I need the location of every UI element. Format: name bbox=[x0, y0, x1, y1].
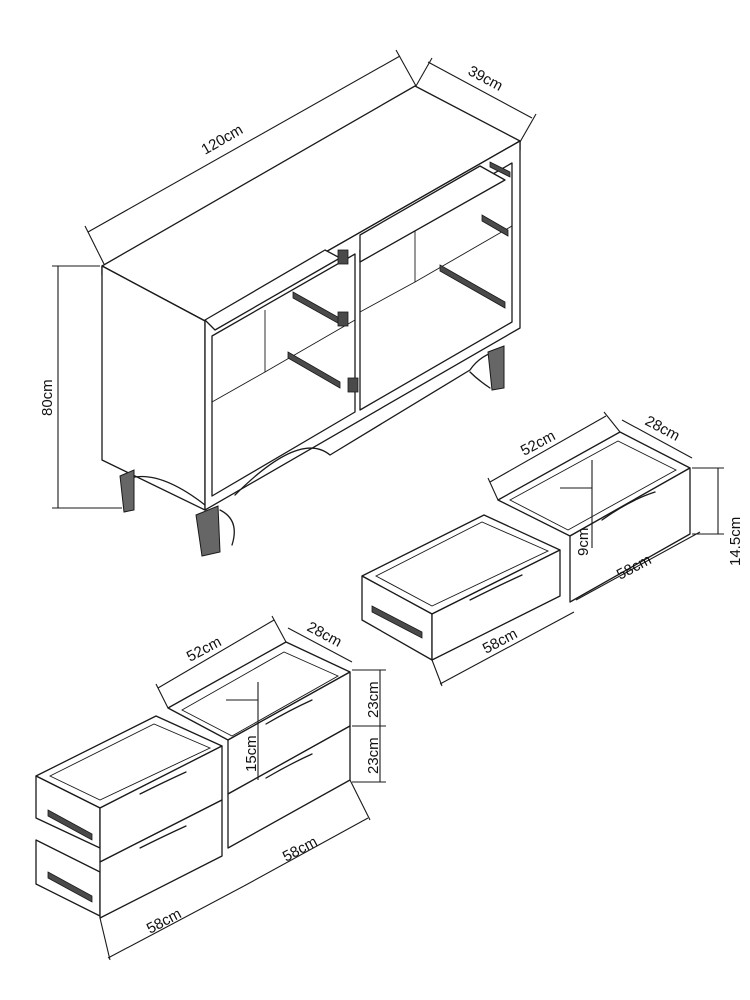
dim-tick-small-52a bbox=[487, 477, 499, 501]
leg-brace-right bbox=[469, 371, 491, 389]
dim-line-large-58b bbox=[243, 817, 369, 887]
left-compartment-floor bbox=[264, 319, 356, 373]
dim-line-large-28 bbox=[287, 627, 353, 663]
large-drawer-runner-top bbox=[47, 809, 93, 841]
base-arch-left bbox=[129, 475, 206, 506]
small-drawer-back-inner bbox=[509, 440, 677, 531]
large-drawer-front-bottom-face bbox=[99, 799, 223, 919]
small-drawer-front-face bbox=[431, 549, 561, 661]
dim-tick-large-58b bbox=[349, 779, 371, 821]
label-large-drawer-length-a: 58cm bbox=[144, 905, 184, 937]
base-arch-front bbox=[234, 349, 501, 496]
large-drawer-front-top-inner bbox=[48, 723, 212, 801]
large-drawer-front-bottom-handle bbox=[139, 825, 187, 849]
cabinet-shelf bbox=[359, 165, 506, 263]
dim-tick-39-left bbox=[415, 57, 433, 87]
small-drawer-front-inner bbox=[375, 521, 550, 607]
large-drawer-back-bottom-handle bbox=[265, 753, 313, 779]
large-drawer-back-top-inner bbox=[181, 651, 339, 737]
label-large-drawer-front-height-2: 23cm bbox=[365, 737, 382, 774]
runner-right-middle bbox=[439, 264, 506, 309]
dim-line-small-58b bbox=[575, 531, 701, 601]
runner-right-top bbox=[489, 161, 511, 178]
leg-front-right bbox=[487, 345, 505, 391]
cabinet bbox=[101, 85, 521, 557]
large-drawer-front-bottom-side bbox=[35, 839, 101, 917]
dim-line-large-58a bbox=[107, 885, 245, 959]
label-large-drawer-inner-height: 15cm bbox=[243, 735, 260, 772]
dim-tick-120-left bbox=[84, 225, 105, 265]
large-drawers: 52cm 28cm 15cm 23cm 23cm 58cm 58cm bbox=[35, 615, 386, 961]
dim-line-small-28 bbox=[621, 419, 693, 459]
runner-left-lower bbox=[287, 351, 341, 389]
hinge-2 bbox=[337, 311, 349, 327]
label-small-drawer-front-height: 14.5cm bbox=[727, 517, 744, 566]
small-drawer-runner bbox=[371, 605, 423, 639]
label-small-drawer-depth: 28cm bbox=[642, 413, 682, 445]
leg-front-left bbox=[195, 505, 221, 557]
label-large-drawer-front-height-1: 23cm bbox=[365, 681, 382, 718]
runner-right-upper bbox=[481, 214, 509, 237]
large-drawer-front-top-handle bbox=[139, 771, 187, 795]
dim-line-120 bbox=[87, 55, 401, 233]
right-compartment-floor bbox=[414, 225, 513, 283]
small-drawer-back-front bbox=[569, 467, 691, 603]
hinge-1 bbox=[337, 249, 349, 265]
label-height-80: 80cm bbox=[39, 379, 56, 416]
dim-tick-small-52b bbox=[603, 411, 621, 433]
dim-tick-large-52a bbox=[155, 683, 169, 709]
dim-tick-small-58a bbox=[431, 659, 443, 687]
large-drawer-back-top-handle bbox=[265, 699, 313, 725]
dim-line-large-52 bbox=[157, 619, 275, 689]
dim-tick-large-52b bbox=[271, 615, 287, 643]
dim-tick-large-58a bbox=[99, 917, 111, 961]
label-depth-39: 39cm bbox=[465, 63, 505, 95]
dim-line-39 bbox=[427, 61, 533, 119]
label-width-120: 120cm bbox=[199, 121, 246, 158]
dim-tick-39-right bbox=[519, 113, 537, 143]
leg-back-left bbox=[119, 469, 135, 513]
dim-line-small-52 bbox=[489, 415, 607, 483]
leg-brace-left bbox=[219, 509, 235, 546]
dim-tick-120-right bbox=[395, 49, 417, 87]
left-compartment bbox=[211, 253, 356, 497]
dim-line-small-58a bbox=[439, 611, 575, 685]
small-drawers: 52cm 28cm 9cm 14.5cm 58cm 58cm bbox=[361, 411, 744, 687]
small-drawer-back-handle bbox=[601, 491, 656, 521]
large-drawer-runner-bottom bbox=[47, 871, 93, 903]
label-small-drawer-inner-height: 9cm bbox=[575, 528, 592, 556]
hinge-3 bbox=[347, 377, 359, 393]
small-drawer-front-handle bbox=[469, 574, 523, 601]
label-large-drawer-depth: 28cm bbox=[304, 619, 344, 651]
label-large-drawer-length-b: 58cm bbox=[280, 833, 320, 865]
